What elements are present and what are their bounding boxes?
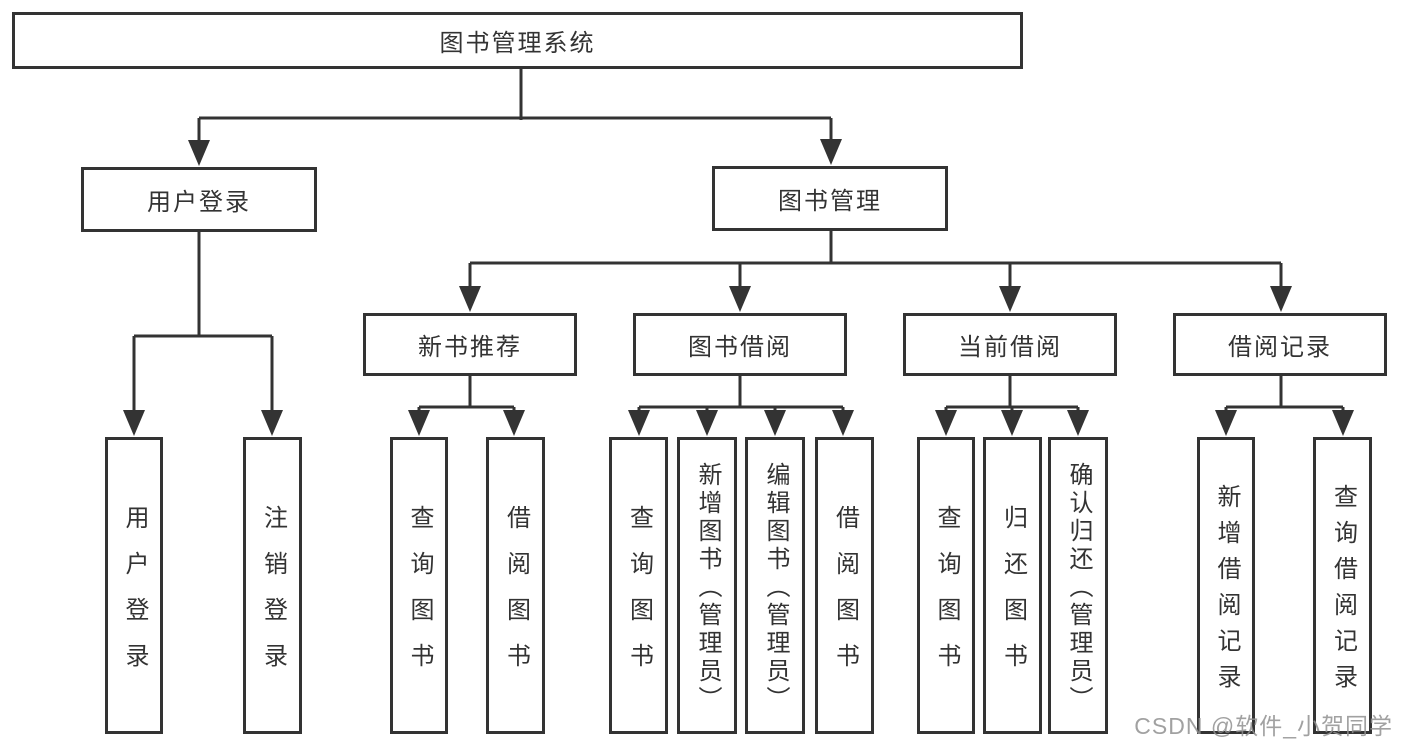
node-label: 图书管理系统 [439, 30, 596, 57]
node-label: 新增图书（管理员） [694, 461, 721, 714]
node-label: 图书管理 [778, 188, 882, 215]
node-label: 确认归还（管理员） [1065, 461, 1092, 714]
arrowhead-icons [123, 139, 1354, 436]
node-label: 借阅图书 [502, 504, 530, 689]
node-label: 用户登录 [121, 504, 148, 689]
node-label: 借阅记录 [1228, 334, 1332, 361]
node-leaf-query-borrow-record: 查询借阅记录 [1313, 437, 1372, 734]
node-book-management: 图书管理 [712, 166, 948, 231]
node-label: 借阅图书 [831, 504, 859, 689]
node-leaf-return-book: 归还图书 [983, 437, 1042, 734]
node-new-book-recommend: 新书推荐 [363, 313, 577, 376]
node-leaf-logout: 注销登录 [243, 437, 302, 734]
node-label: 图书借阅 [688, 334, 792, 361]
node-label: 查询图书 [933, 504, 960, 689]
node-leaf-confirm-return-admin: 确认归还（管理员） [1048, 437, 1108, 734]
node-leaf-query-books-borrowing: 查询图书 [609, 437, 668, 734]
node-label: 注销登录 [259, 504, 287, 689]
node-label: 用户登录 [147, 189, 251, 216]
node-leaf-user-login: 用户登录 [105, 437, 163, 734]
node-root-system: 图书管理系统 [12, 12, 1023, 69]
node-leaf-query-books-current: 查询图书 [917, 437, 975, 734]
node-current-borrowing: 当前借阅 [903, 313, 1117, 376]
node-borrowing-records: 借阅记录 [1173, 313, 1387, 376]
node-leaf-add-borrow-record: 新增借阅记录 [1197, 437, 1255, 734]
node-label: 查询借阅记录 [1329, 483, 1357, 700]
node-leaf-query-books-recommend: 查询图书 [390, 437, 448, 734]
node-book-borrowing: 图书借阅 [633, 313, 847, 376]
node-label: 新增借阅记录 [1213, 483, 1240, 700]
node-label: 编辑图书（管理员） [762, 461, 789, 714]
csdn-watermark: CSDN @软件_小贺同学 [1134, 713, 1393, 739]
node-leaf-borrow-books-recommend: 借阅图书 [486, 437, 545, 734]
node-leaf-add-book-admin: 新增图书（管理员） [677, 437, 737, 734]
node-leaf-edit-book-admin: 编辑图书（管理员） [745, 437, 805, 734]
node-leaf-borrow-books-borrowing: 借阅图书 [815, 437, 874, 734]
node-label: 新书推荐 [418, 334, 522, 361]
node-label: 查询图书 [625, 504, 653, 689]
connector-paths [132, 69, 1345, 413]
node-user-login: 用户登录 [81, 167, 317, 232]
node-label: 查询图书 [406, 504, 433, 689]
node-label: 当前借阅 [958, 334, 1062, 361]
node-label: 归还图书 [999, 504, 1027, 689]
